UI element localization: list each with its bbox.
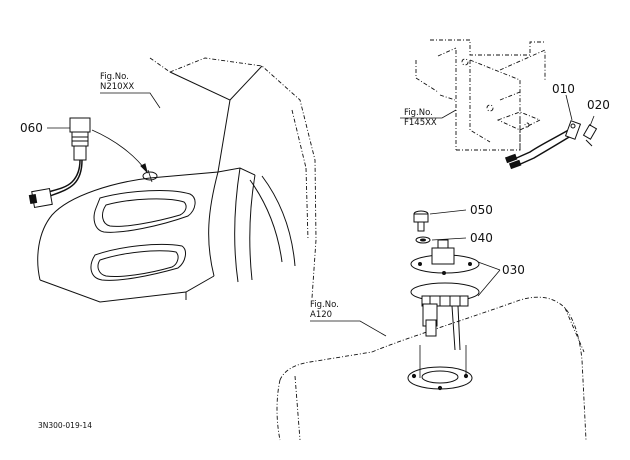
fig-ref-n210-line1: Fig.No.: [100, 72, 129, 82]
leader-010: [565, 94, 573, 121]
fig-ref-a120-line1: Fig.No.: [310, 300, 339, 310]
leader-050: [429, 209, 467, 215]
fuel-tank: [276, 296, 587, 441]
install-arrow: [91, 129, 148, 173]
tank-opening: [407, 366, 473, 390]
fig-ref-a120: Fig.No. A120: [310, 300, 339, 320]
leader-020: [589, 115, 595, 127]
fig-ref-n210-line2: N210XX: [100, 82, 135, 92]
callout-010: 010: [552, 82, 575, 96]
switch-mount-hole: [142, 171, 158, 181]
fig-ref-f145-line1: Fig.No.: [404, 108, 433, 118]
bracket-assembly: [415, 39, 546, 151]
leader-f145: [400, 109, 457, 119]
fig-ref-a120-line2: A120: [310, 310, 333, 320]
fig-ref-f145-line2: F145XX: [404, 118, 437, 128]
part-060-switch: [28, 117, 91, 209]
leader-n210: [100, 92, 161, 109]
callout-020: 020: [587, 98, 610, 112]
part-020-bolt: [582, 124, 598, 147]
part-010-harness: [504, 120, 582, 170]
leader-a120: [310, 320, 387, 337]
callout-030: 030: [502, 263, 525, 277]
part-050-screw: [413, 210, 429, 232]
arrow-head-icon: [140, 163, 148, 174]
fig-ref-n210: Fig.No. N210XX: [100, 72, 134, 92]
callout-040: 040: [470, 231, 493, 245]
part-030-gauge-unit: [410, 239, 480, 351]
fig-ref-f145: Fig.No. F145XX: [404, 108, 437, 128]
callout-050: 050: [470, 203, 493, 217]
leader-040: [431, 237, 467, 241]
drawing-code: 3N300-019-14: [38, 421, 92, 430]
leader-030: [477, 261, 501, 297]
hood-panel: [37, 57, 317, 303]
callout-060: 060: [20, 121, 43, 135]
